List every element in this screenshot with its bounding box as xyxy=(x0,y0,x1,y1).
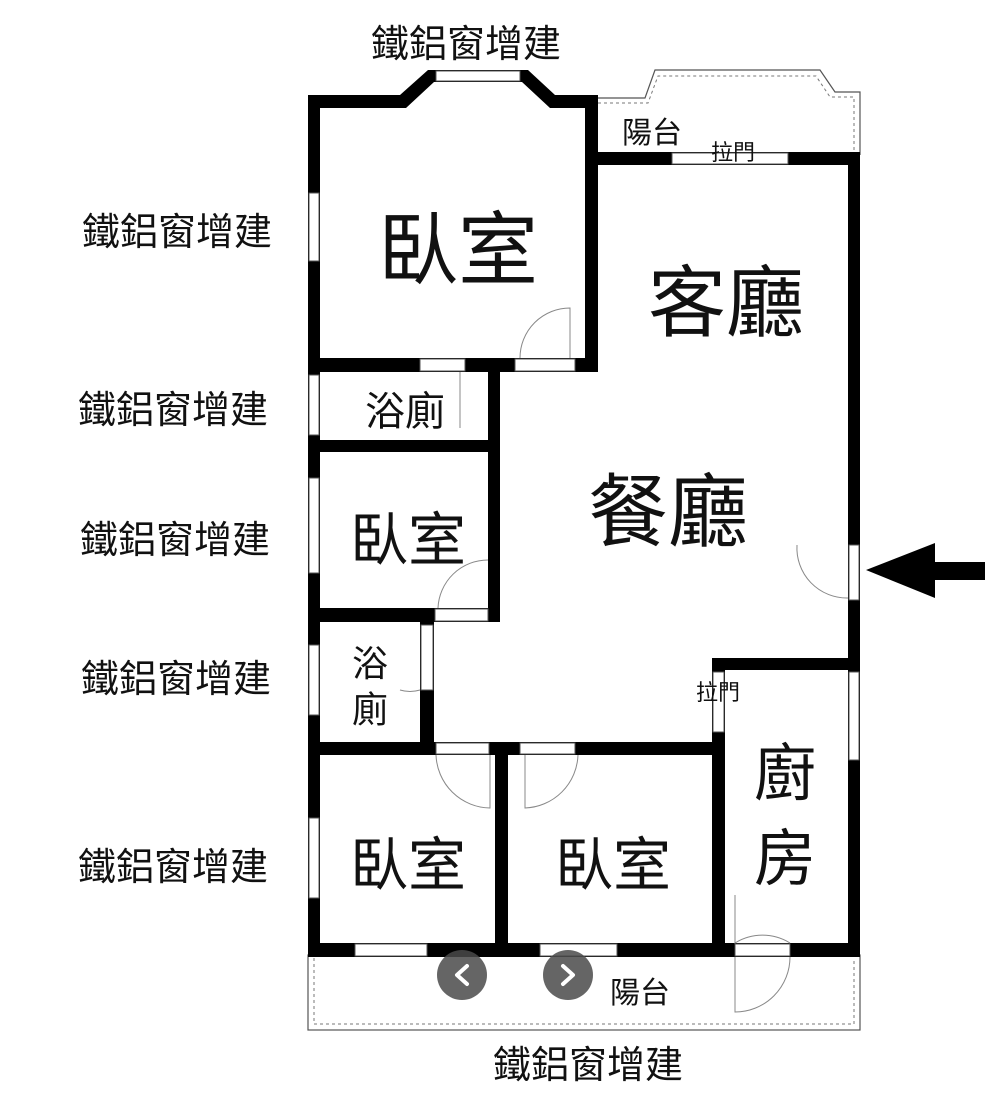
window-label-bedroom-bottom: 鐵鋁窗增建 xyxy=(78,845,268,889)
balcony-top-outline xyxy=(598,69,861,155)
window-label-top: 鐵鋁窗增建 xyxy=(371,22,561,66)
room-dining-room: 餐廳 xyxy=(588,466,748,559)
windows xyxy=(308,70,860,957)
window-label-bathroom-1: 鐵鋁窗增建 xyxy=(78,388,268,432)
next-button[interactable] xyxy=(543,950,593,1000)
room-bathroom-2-line1: 浴 xyxy=(352,644,388,685)
window-label-bedroom-mid: 鐵鋁窗增建 xyxy=(80,518,270,562)
room-living-room: 客廳 xyxy=(648,259,804,349)
sliding-door-label-kitchen: 拉門 xyxy=(696,681,740,706)
window-label-bedroom-top: 鐵鋁窗增建 xyxy=(82,210,272,254)
room-bedroom-bottom-left: 臥室 xyxy=(350,831,466,899)
room-bedroom-mid: 臥室 xyxy=(350,506,466,574)
room-balcony-top: 陽台 xyxy=(622,116,682,151)
sliding-door-label-top: 拉門 xyxy=(711,141,755,166)
room-kitchen-line2: 房 xyxy=(754,822,816,895)
window-label-bottom: 鐵鋁窗增建 xyxy=(493,1043,683,1087)
chevron-right-icon xyxy=(561,964,575,986)
room-balcony-bottom: 陽台 xyxy=(610,976,670,1011)
chevron-left-icon xyxy=(455,964,469,986)
door-swings xyxy=(399,307,849,1013)
room-bedroom-bottom-mid: 臥室 xyxy=(555,831,671,899)
room-bedroom-top: 臥室 xyxy=(378,204,538,297)
room-kitchen-line1: 廚 xyxy=(754,737,816,810)
arrow-left-icon xyxy=(866,543,985,598)
room-bathroom-1: 浴廁 xyxy=(365,389,445,435)
window-label-bathroom-2: 鐵鋁窗增建 xyxy=(81,657,271,701)
prev-button[interactable] xyxy=(437,950,487,1000)
room-bathroom-2-line2: 廁 xyxy=(352,690,388,731)
